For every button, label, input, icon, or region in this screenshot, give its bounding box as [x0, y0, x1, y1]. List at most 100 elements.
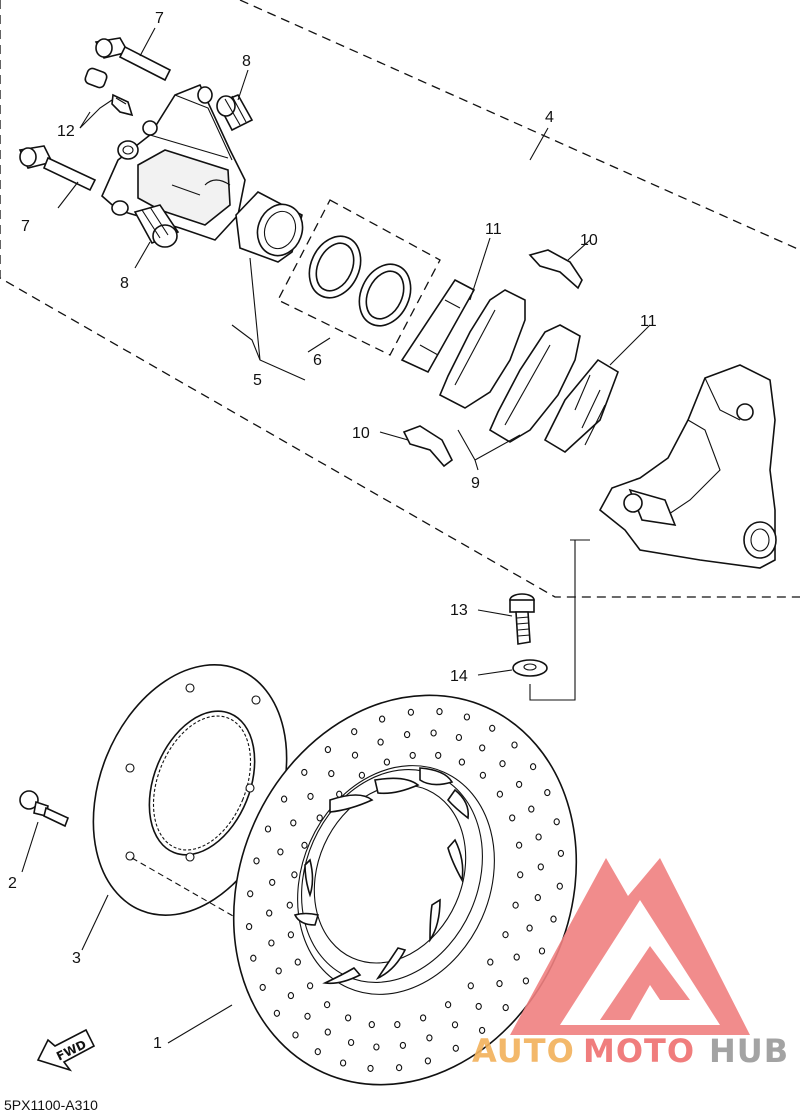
disc-hole — [478, 1026, 486, 1034]
disc-hole — [528, 805, 535, 813]
disc-hole — [323, 1001, 331, 1009]
logo-word-hub: HUB — [709, 1032, 789, 1070]
disc-hole — [292, 1031, 299, 1039]
disc-hole — [344, 1014, 352, 1022]
callout-8-upper: 8 — [242, 53, 251, 70]
callout-11-lower: 11 — [640, 313, 657, 330]
disc-drilled-holes — [245, 708, 565, 1072]
disc-hole — [487, 958, 494, 966]
forward-direction-arrow: FWD — [36, 1028, 96, 1072]
disc-hole — [301, 841, 308, 849]
disc-hole — [511, 741, 518, 749]
slide-pin-lower — [18, 145, 97, 192]
disc-hole — [467, 982, 474, 990]
disc-hole — [253, 857, 260, 865]
disc-hole — [544, 789, 551, 797]
callout-12: 12 — [57, 123, 75, 140]
disc-hole — [301, 768, 308, 776]
disc-hole — [250, 954, 257, 962]
disc-hole — [383, 758, 391, 766]
disc-hole — [424, 1057, 432, 1065]
disc-hole — [399, 1041, 407, 1049]
disc-hole — [273, 1009, 281, 1017]
disc-hole — [291, 871, 298, 879]
disc-hole — [502, 1004, 509, 1012]
disc-hole — [269, 878, 276, 886]
disc-hole — [526, 924, 533, 932]
brake-pad-outer — [488, 324, 581, 443]
bleed-screw-and-cap — [84, 67, 134, 117]
disc-hole — [378, 715, 386, 723]
disc-hole — [517, 871, 524, 879]
assembly-guide-line — [529, 539, 590, 701]
disc-hole — [358, 771, 366, 779]
logo-word-auto: AUTO — [472, 1032, 575, 1070]
disc-hole — [275, 967, 282, 975]
disc-hole — [436, 708, 443, 716]
disc-hole — [280, 795, 288, 803]
disc-hole — [373, 1043, 380, 1051]
disc-hole — [475, 1002, 482, 1010]
disc-hole — [496, 790, 504, 798]
disc-hole — [368, 1021, 375, 1029]
disc-hole — [403, 731, 411, 739]
diagram-code: 5PX1100-A310 — [4, 1097, 98, 1113]
disc-hole — [264, 825, 272, 833]
callout-7-lower: 7 — [21, 218, 30, 235]
seal-kit — [277, 199, 441, 356]
disc-hole — [294, 958, 301, 966]
disc-hole — [550, 915, 557, 923]
disc-hole — [367, 1064, 374, 1072]
disc-vent-slots — [293, 767, 470, 985]
brake-disc — [232, 694, 578, 1086]
disc-hole — [529, 763, 537, 771]
disc-hole — [458, 758, 466, 766]
disc-hole — [287, 992, 295, 1000]
logo-word-moto: MOTO — [583, 1032, 695, 1070]
disc-hole — [277, 848, 284, 856]
callout-numbers: 7 12 7 8 8 4 5 6 11 10 11 10 9 13 14 2 3… — [8, 10, 657, 1052]
disc-hole — [502, 931, 509, 939]
callout-3: 3 — [72, 950, 81, 967]
brake-pad-inner — [438, 289, 526, 409]
caliper-assembly-boundary — [0, 0, 800, 598]
callout-7-upper: 7 — [155, 10, 164, 27]
dust-boot-upper — [216, 93, 254, 132]
pad-shim-outer — [543, 358, 619, 453]
disc-hole — [266, 909, 273, 917]
pad-spring-lower — [402, 425, 454, 468]
disc-hole — [537, 863, 544, 871]
disc-hole — [316, 814, 323, 822]
disc-hole — [430, 729, 437, 737]
disc-hole — [395, 1064, 403, 1072]
disc-hole — [247, 890, 254, 898]
disc-hole — [513, 953, 520, 961]
bolt-washer — [512, 659, 548, 677]
disc-hole — [489, 724, 496, 732]
callout-6: 6 — [313, 352, 322, 369]
disc-hole — [351, 728, 358, 736]
dust-boot-lower — [133, 204, 180, 248]
callout-4: 4 — [545, 109, 554, 126]
disc-hole — [306, 982, 314, 990]
disc-hole — [394, 1021, 401, 1029]
callout-5: 5 — [253, 372, 262, 389]
disc-hole — [463, 713, 471, 721]
disc-hole — [268, 939, 275, 947]
disc-hole — [455, 733, 463, 742]
disc-hole — [451, 1021, 459, 1029]
disc-hole — [479, 771, 487, 779]
callout-14: 14 — [450, 668, 468, 685]
disc-hole — [307, 792, 314, 800]
automotohub-logo: AUTO MOTO HUB — [472, 858, 789, 1070]
callout-2: 2 — [8, 875, 17, 892]
disc-hole — [245, 923, 253, 931]
disc-hole — [534, 894, 541, 902]
disc-hole — [535, 833, 542, 841]
disc-hole — [452, 1044, 459, 1052]
disc-hole — [419, 1014, 427, 1022]
disc-hole — [512, 901, 519, 909]
disc-hole — [515, 780, 523, 788]
callout-10-upper: 10 — [580, 232, 598, 249]
